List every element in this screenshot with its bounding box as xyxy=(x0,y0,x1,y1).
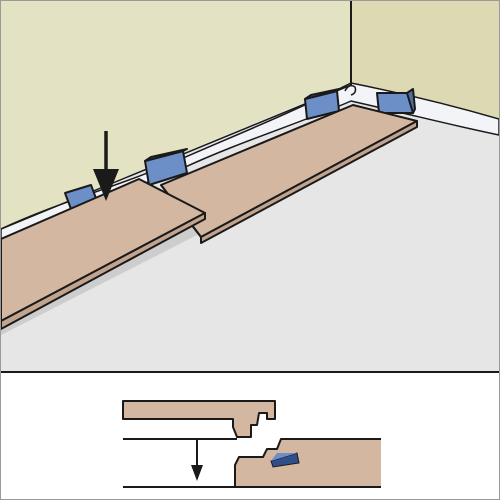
floor xyxy=(1,83,499,373)
back-wall xyxy=(1,1,351,229)
joint-detail xyxy=(122,400,381,488)
spacer-3 xyxy=(304,88,340,120)
detail-upper-plank xyxy=(122,400,276,438)
panel-divider xyxy=(1,371,499,373)
down-arrow-icon xyxy=(191,439,203,481)
room-scene xyxy=(1,1,499,373)
detail-lower-plank xyxy=(234,438,381,488)
raised-plank xyxy=(1,178,206,330)
locking-clip-icon xyxy=(270,452,300,468)
spacer-2 xyxy=(144,148,188,186)
side-wall xyxy=(351,1,499,119)
installed-plank xyxy=(160,104,418,244)
spacer-4 xyxy=(376,88,416,114)
down-arrow-icon xyxy=(93,131,119,201)
corner-clip xyxy=(344,84,357,96)
